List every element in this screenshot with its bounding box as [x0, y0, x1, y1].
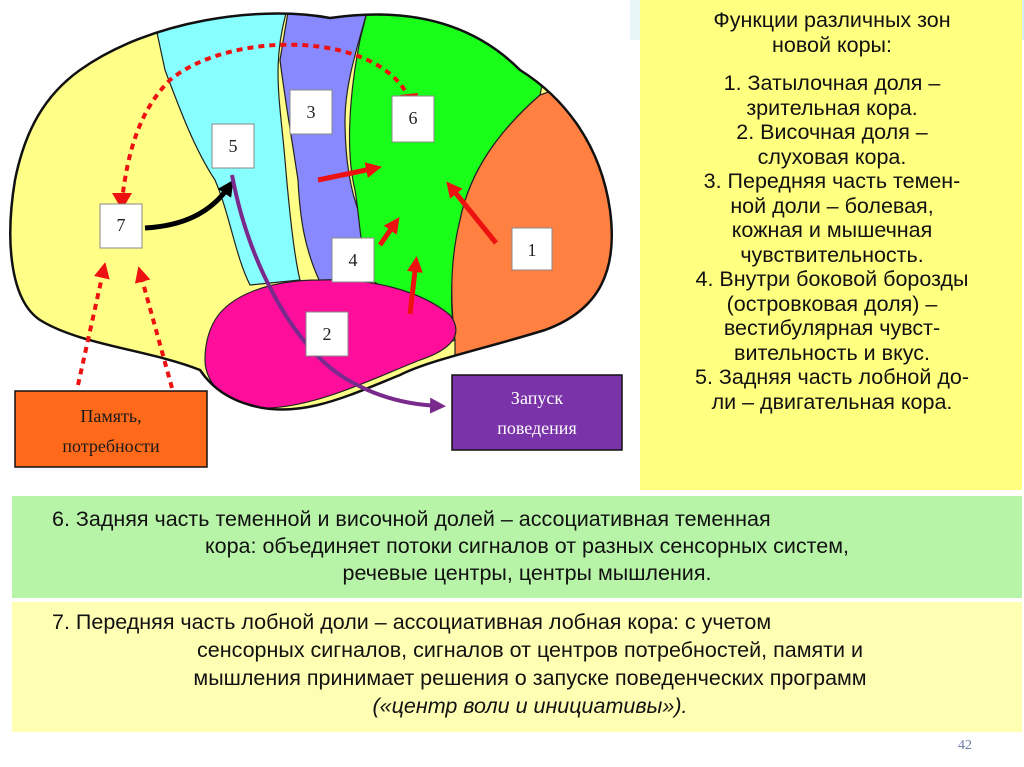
item-1-line1: 1. Затылочная доля –	[723, 71, 941, 95]
item-3-line2: ной доли – болевая,	[730, 193, 934, 218]
zone7-line1: 7. Передняя часть лобной доли – ассоциат…	[52, 610, 772, 634]
item-4-line4: вительность и вкус.	[734, 340, 930, 365]
red-arrow-3-to-6	[317, 162, 382, 183]
functions-panel-title: Функции различных зон новой коры:	[650, 8, 1014, 57]
zone-label-6: 6	[391, 95, 435, 143]
item-4-line2: (островковая доля) –	[726, 291, 938, 316]
behavior-box-line1: Запуск	[511, 388, 563, 408]
purple-arrow-5-to-behavior	[230, 174, 446, 414]
functions-title-line2: новой коры:	[772, 32, 892, 57]
svg-text:5: 5	[229, 136, 238, 156]
svg-text:2: 2	[323, 324, 332, 344]
red-arrow-2-to-6	[406, 256, 423, 315]
brain-outline	[9, 12, 614, 411]
memory-box-line1: Память,	[80, 406, 141, 426]
item-1-line2: зрительная кора.	[746, 95, 918, 120]
zone7-description: 7. Передняя часть лобной доли – ассоциат…	[12, 602, 1022, 732]
zone6-line3: речевые центры, центры мышления.	[342, 561, 712, 585]
red-arrow-1-to-6	[446, 181, 498, 245]
zone7-line4: («центр воли и инициативы»).	[372, 694, 688, 718]
zone7-line2: сенсорных сигналов, сигналов от центров …	[197, 638, 863, 662]
page-number: 42	[958, 738, 972, 753]
list-item-4: 4. Внутри боковой борозды (островковая д…	[650, 267, 1014, 365]
item-4-line3: вестибулярная чувст-	[723, 316, 941, 340]
svg-text:7: 7	[117, 215, 126, 235]
dotted-arrow-memory-right	[134, 266, 174, 389]
item-2-line1: 2. Височная доля –	[736, 120, 928, 144]
list-item-5: 5. Задняя часть лобной до- ли – двигател…	[650, 365, 1014, 414]
zone6-line1: 6. Задняя часть теменной и височной доле…	[52, 507, 771, 531]
memory-box-line2: потребности	[62, 436, 160, 456]
list-item-2: 2. Височная доля – слуховая кора.	[650, 120, 1014, 169]
zone-label-4: 4	[331, 237, 375, 283]
functions-list: 1. Затылочная доля – зрительная кора. 2.…	[650, 71, 1014, 414]
item-5-line1: 5. Задняя часть лобной до-	[695, 365, 969, 389]
zone-label-1: 1	[511, 227, 553, 271]
zone6-description: 6. Задняя часть теменной и височной доле…	[12, 496, 1022, 598]
dotted-arc-6-to-7	[120, 42, 412, 201]
zone7-line3: мышления принимает решения о запуске пов…	[193, 666, 867, 690]
zone-label-2: 2	[305, 311, 349, 357]
item-3-line4: чувствительность.	[740, 242, 924, 267]
functions-panel: Функции различных зон новой коры: 1. Зат…	[640, 0, 1022, 490]
item-4-line1: 4. Внутри боковой борозды	[695, 267, 969, 291]
zone-label-3: 3	[289, 89, 333, 135]
item-3-line1: 3. Передняя часть темен-	[703, 169, 961, 193]
list-item-3: 3. Передняя часть темен- ной доли – боле…	[650, 169, 1014, 267]
dotted-arrow-memory-left	[76, 262, 110, 386]
memory-needs-box: Память, потребности	[14, 390, 208, 468]
black-arrow-7-to-5	[144, 180, 234, 231]
zone6-line2: кора: объединяет потоки сигналов от разн…	[205, 534, 849, 558]
behavior-launch-box: Запуск поведения	[451, 374, 623, 451]
zone-label-7: 7	[99, 203, 143, 249]
item-2-line2: слуховая кора.	[757, 144, 907, 169]
svg-text:4: 4	[349, 250, 358, 270]
behavior-box-line2: поведения	[497, 418, 576, 438]
arc-arrowhead-at-7	[112, 193, 132, 210]
brain-zones	[10, 13, 612, 410]
svg-text:3: 3	[307, 102, 316, 122]
svg-text:1: 1	[528, 240, 537, 260]
red-arrow-4-to-6	[377, 217, 400, 247]
item-3-line3: кожная и мышечная	[731, 218, 933, 242]
list-item-1: 1. Затылочная доля – зрительная кора.	[650, 71, 1014, 120]
item-5-line2: ли – двигательная кора.	[711, 389, 953, 414]
svg-text:6: 6	[409, 108, 418, 128]
zone-label-5: 5	[211, 123, 255, 169]
functions-title-line1: Функции различных зон	[713, 8, 951, 32]
